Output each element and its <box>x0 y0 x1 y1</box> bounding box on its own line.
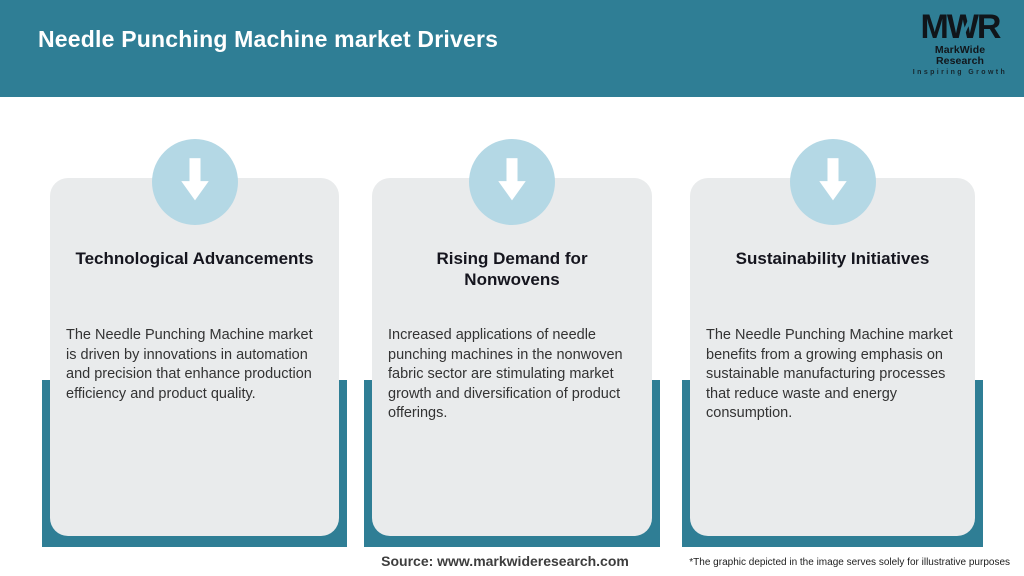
card-body-text: The Needle Punching Machine market is dr… <box>66 327 313 402</box>
header-band: Needle Punching Machine market Drivers M… <box>0 0 1024 97</box>
logo-monogram: MWR <box>921 10 1002 45</box>
arrow-down-circle-icon <box>469 139 555 225</box>
source-attribution: Source: www.markwideresearch.com <box>381 553 629 569</box>
card-panel: Sustainability Initiatives The Needle Pu… <box>690 178 975 536</box>
logo-company-name: MarkWide Research <box>934 44 986 67</box>
card-title: Rising Demand for Nonwovens <box>436 249 588 290</box>
card-panel: Rising Demand for Nonwovens Increased ap… <box>372 178 652 536</box>
disclaimer-note: *The graphic depicted in the image serve… <box>689 557 1010 568</box>
driver-card-rising-demand-for-nonwovens: Rising Demand for Nonwovens Increased ap… <box>364 139 660 547</box>
arrow-down-circle-icon <box>152 139 238 225</box>
logo-tagline: Inspiring Growth <box>912 69 1008 76</box>
driver-card-technological-advancements: Technological Advancements The Needle Pu… <box>42 139 347 547</box>
page-title: Needle Punching Machine market Drivers <box>38 26 499 52</box>
card-title: Sustainability Initiatives <box>735 249 930 268</box>
arrow-down-icon <box>498 158 526 201</box>
arrow-down-circle-icon <box>790 139 876 225</box>
card-title: Technological Advancements <box>75 249 314 268</box>
driver-card-sustainability-initiatives: Sustainability Initiatives The Needle Pu… <box>682 139 983 547</box>
card-body-text: The Needle Punching Machine market benef… <box>706 327 953 422</box>
markwide-research-logo: MWR MarkWide Research Inspiring Growth <box>910 10 1010 76</box>
card-body-text: Increased applications of needle punchin… <box>388 327 623 422</box>
card-panel: Technological Advancements The Needle Pu… <box>50 178 339 536</box>
arrow-down-icon <box>819 158 847 201</box>
arrow-down-icon <box>181 158 209 201</box>
